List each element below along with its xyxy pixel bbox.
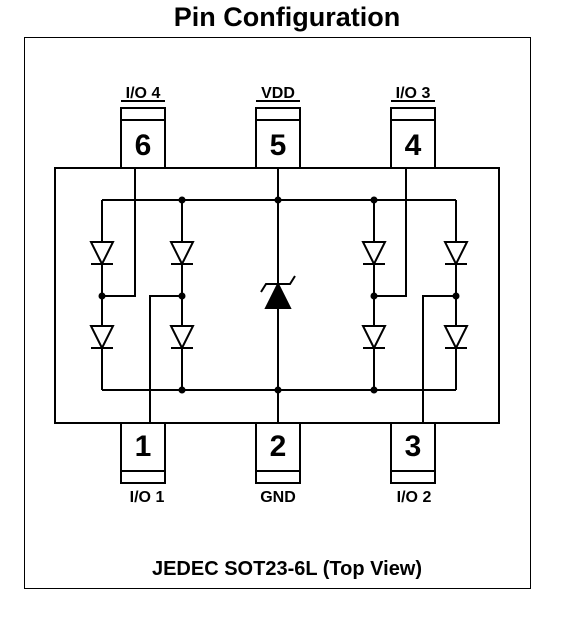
pin-4-box	[390, 107, 436, 169]
pin-6-label: I/O 4	[126, 85, 161, 102]
pin-2-number: 2	[270, 430, 287, 463]
pin-5-number: 5	[270, 129, 287, 162]
pin-6-number: 6	[135, 129, 152, 162]
diode-4-upper	[444, 241, 468, 265]
pin-1-box	[120, 422, 166, 484]
pin-6-box	[120, 107, 166, 169]
pin-2-box	[255, 422, 301, 484]
package-caption: JEDEC SOT23-6L (Top View)	[151, 558, 423, 580]
pin-4-label: I/O 3	[396, 85, 431, 102]
diode-4-lower	[444, 325, 468, 349]
diode-2-lower	[170, 325, 194, 349]
pin-1-number: 1	[135, 430, 152, 463]
zener-diode	[260, 275, 296, 309]
pin-3-box	[390, 422, 436, 484]
pin-2-label: GND	[260, 489, 296, 506]
pin-3-number: 3	[405, 430, 422, 463]
diagram-frame	[24, 37, 531, 589]
diagram-title: Pin Configuration	[173, 2, 401, 32]
pin-5-box	[255, 107, 301, 169]
pin-1-label: I/O 1	[130, 489, 165, 506]
diode-3-lower	[362, 325, 386, 349]
pin-5-label: VDD	[261, 85, 295, 102]
diode-1-upper	[90, 241, 114, 265]
diode-1-lower	[90, 325, 114, 349]
diode-3-upper	[362, 241, 386, 265]
pin-3-label: I/O 2	[397, 489, 432, 506]
pin-4-number: 4	[405, 129, 422, 162]
diode-2-upper	[170, 241, 194, 265]
